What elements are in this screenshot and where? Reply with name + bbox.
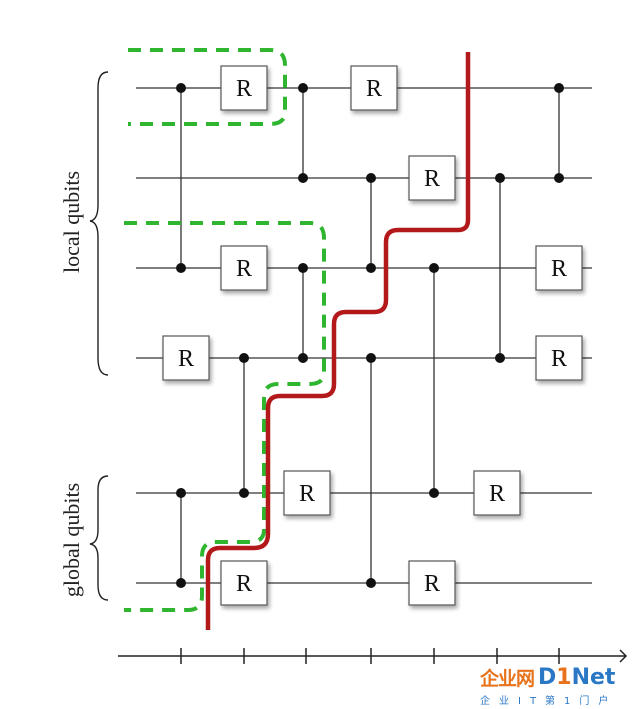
control-dot [176,83,186,93]
control-dot [176,578,186,588]
control-dot [429,263,439,273]
qubit-group-braces: local qubits global qubits [59,71,109,601]
global-qubits-brace [89,475,109,601]
r-gate: R [350,65,398,111]
control-dot [366,263,376,273]
gate-box [283,470,331,516]
global-qubits-label: global qubits [59,483,84,597]
gate-box [408,155,456,201]
dashed-local-region [124,48,326,612]
gate-box [220,560,268,606]
control-dot [495,353,505,363]
dashed-region-bottom [124,221,326,612]
control-dot [239,353,249,363]
watermark-brand-cn: 企业网 [480,667,535,690]
gate-label: R [424,571,440,597]
control-dot [366,173,376,183]
local-qubits-label: local qubits [59,171,84,273]
gate-label: R [236,571,252,597]
gate-box [220,65,268,111]
gate-box [350,65,398,111]
gate-label: R [424,166,440,192]
control-dot [239,488,249,498]
watermark-tagline: 企业IT第1门户 [480,696,618,707]
controlled-gates [176,83,564,588]
r-gate: R [283,470,331,516]
gate-label: R [551,256,567,282]
control-dot [429,488,439,498]
r-gates: R R R R R R R R R R R [162,65,583,606]
gate-label: R [299,481,315,507]
gate-box [408,560,456,606]
control-dot [554,173,564,183]
r-gate: R [535,335,583,381]
control-dot [176,263,186,273]
gate-box [220,245,268,291]
control-dot [554,83,564,93]
watermark-net: Net [571,664,616,690]
gate-box [162,335,210,381]
r-gate: R [220,245,268,291]
qubit-wires [136,87,592,584]
axis-arrow-icon [619,649,628,663]
r-gate: R [220,560,268,606]
r-gate: R [408,560,456,606]
watermark-logo: 企业网 D1Net 企业IT第1门户 [480,664,640,709]
control-dot [366,578,376,588]
gate-label: R [366,76,382,102]
time-axis [118,648,628,664]
gate-label: R [551,346,567,372]
control-dot [298,83,308,93]
dashed-region-top [128,48,287,126]
gate-box [473,470,521,516]
watermark-one: 1 [556,664,572,690]
local-qubits-brace [89,71,109,376]
watermark-d: D [538,664,557,690]
gate-label: R [236,256,252,282]
control-dot [298,173,308,183]
watermark-brand-en: D1Net [538,665,615,690]
r-gate: R [408,155,456,201]
control-dot [366,353,376,363]
gate-box [535,335,583,381]
control-dot [298,263,308,273]
gate-label: R [178,346,194,372]
r-gate: R [162,335,210,381]
gate-box [535,245,583,291]
r-gate: R [220,65,268,111]
gate-label: R [236,76,252,102]
control-dot [495,173,505,183]
r-gate: R [535,245,583,291]
control-dot [298,353,308,363]
red-cut-line [205,52,471,630]
control-dot [176,488,186,498]
cut-path [205,52,471,630]
gate-label: R [489,481,505,507]
r-gate: R [473,470,521,516]
